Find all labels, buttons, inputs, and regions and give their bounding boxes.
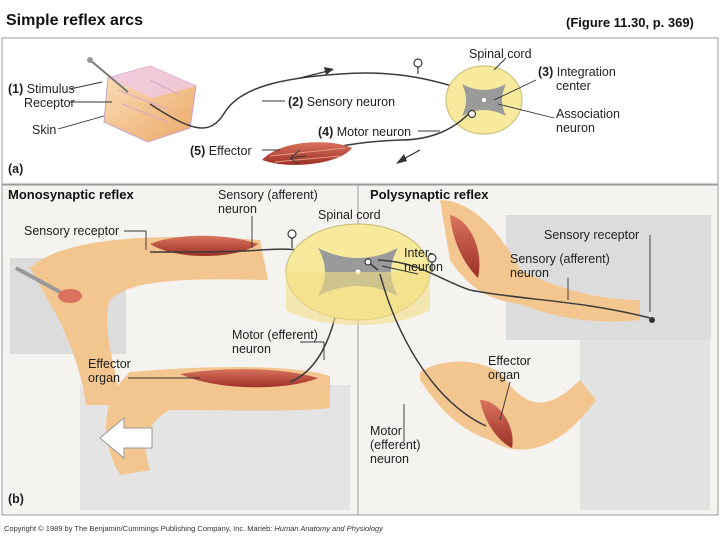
panel-b-letter: (b) xyxy=(8,492,24,506)
label-poly-sensory-receptor: Sensory receptor xyxy=(544,228,640,242)
panel-a-letter: (a) xyxy=(8,162,24,176)
figure-reference: (Figure 11.30, p. 369) xyxy=(566,15,694,30)
label-poly-motor-neuron: Motor(efferent)neuron xyxy=(370,424,421,466)
figure-title: Simple reflex arcs xyxy=(6,12,143,29)
label-motor-neuron: (4) Motor neuron xyxy=(318,125,412,139)
sensory-receptor-poly-marker xyxy=(649,317,655,323)
label-stimulus: (1) Stimulus xyxy=(8,82,75,96)
label-spinal-cord-b: Spinal cord xyxy=(318,208,381,222)
poly-title: Polysynaptic reflex xyxy=(370,187,489,202)
stimulus-needle xyxy=(89,59,129,93)
label-mono-sensory-neuron: Sensory (afferent)neuron xyxy=(218,188,318,216)
copyright-line: Copyright © 1989 by The Benjamin/Cumming… xyxy=(4,524,383,533)
label-skin: Skin xyxy=(32,123,57,137)
label-sensory-neuron: (2) Sensory neuron xyxy=(288,95,396,109)
label-effector: (5) Effector xyxy=(190,144,252,158)
label-receptor: Receptor xyxy=(24,96,75,110)
mono-title: Monosynaptic reflex xyxy=(8,187,134,202)
label-mono-sensory-receptor: Sensory receptor xyxy=(24,224,120,238)
label-spinal-cord-a: Spinal cord xyxy=(469,47,532,61)
motor-neuron-poly xyxy=(379,273,487,427)
sensory-ganglion-a xyxy=(413,58,423,68)
reflex-hammer xyxy=(15,266,82,303)
leg-illustration xyxy=(30,235,330,475)
effector-muscle-a xyxy=(262,142,352,165)
kick-arrow xyxy=(99,416,153,460)
backdrop-arm-box xyxy=(580,340,710,510)
label-interneuron: Inter-neuron xyxy=(404,246,443,274)
label-mono-motor-neuron: Motor (efferent)neuron xyxy=(232,328,318,356)
spinal-cord-b xyxy=(285,223,431,325)
sensory-neuron-a xyxy=(149,72,471,129)
label-poly-sensory-neuron: Sensory (afferent)neuron xyxy=(510,252,610,280)
